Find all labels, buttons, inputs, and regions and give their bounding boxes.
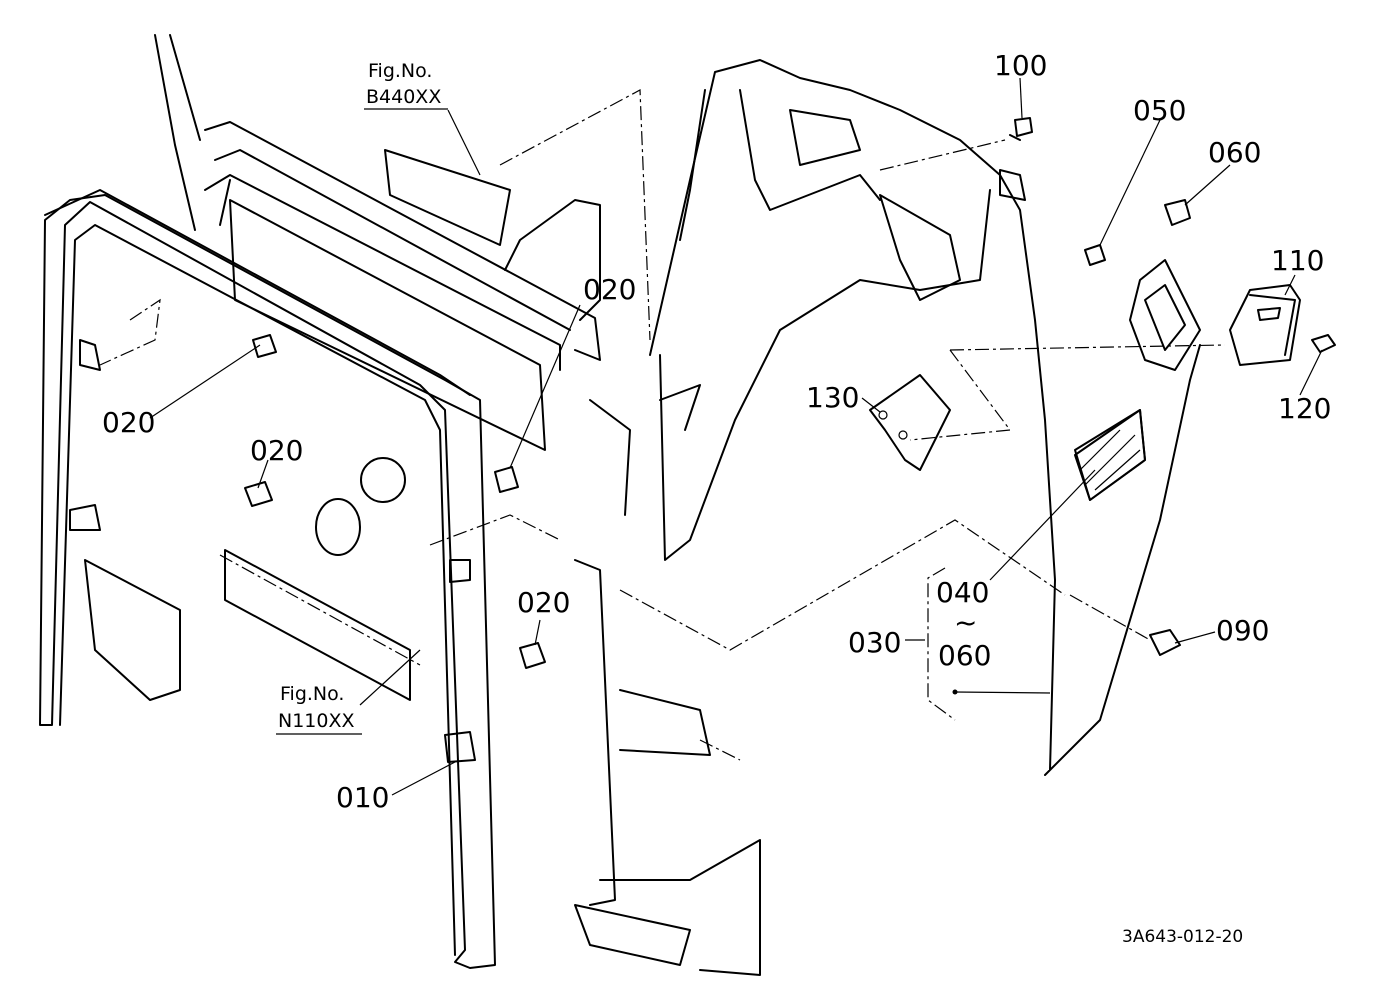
callout-030: 030 <box>848 626 901 659</box>
callout-020-left: 020 <box>102 406 155 439</box>
figure-ref-bottom-line1: Fig.No. <box>280 683 344 705</box>
callout-range-separator: ~ <box>954 606 977 639</box>
figure-ref-bottom-line2: N110XX <box>278 710 355 732</box>
callout-130: 130 <box>806 381 859 414</box>
bolts-020 <box>244 334 546 669</box>
lamp-110 <box>1229 284 1301 366</box>
callout-010: 010 <box>336 781 389 814</box>
callout-040: 040 <box>936 576 989 609</box>
bolt-100 <box>1009 117 1033 141</box>
figure-ref-bottom: Fig.No. N110XX <box>276 683 362 735</box>
drawing-code: 3A643-012-20 <box>1122 927 1243 947</box>
screw-120 <box>1311 334 1336 353</box>
assembly-lines <box>99 89 1226 761</box>
callout-060-range: 060 <box>938 639 991 672</box>
front-frame-010 <box>39 189 496 969</box>
reflector-040 <box>1074 409 1146 501</box>
callout-120: 120 <box>1278 392 1331 425</box>
clip-nut-060 <box>1164 199 1191 226</box>
callout-090: 090 <box>1216 614 1269 647</box>
callout-050: 050 <box>1133 94 1186 127</box>
leader-lines <box>149 77 1323 796</box>
figure-ref-top-line1: Fig.No. <box>368 60 432 82</box>
callout-060: 060 <box>1208 136 1261 169</box>
figure-ref-top: Fig.No. B440XX <box>364 60 448 110</box>
lamp-bracket-050 <box>1084 244 1201 371</box>
callout-100: 100 <box>994 49 1047 82</box>
callout-110: 110 <box>1271 244 1324 277</box>
callout-020-lower: 020 <box>517 586 570 619</box>
callout-labels: 010 020 020 020 020 030 040 ~ 060 050 06… <box>102 49 1331 814</box>
upper-cover-030 <box>649 59 1201 776</box>
figure-ref-top-line2: B440XX <box>366 86 441 108</box>
stay-130 <box>869 374 951 471</box>
callout-020-center: 020 <box>250 434 303 467</box>
callout-020-upper: 020 <box>583 273 636 306</box>
rear-panel-housing <box>84 34 761 976</box>
bolt-090 <box>1149 629 1181 656</box>
